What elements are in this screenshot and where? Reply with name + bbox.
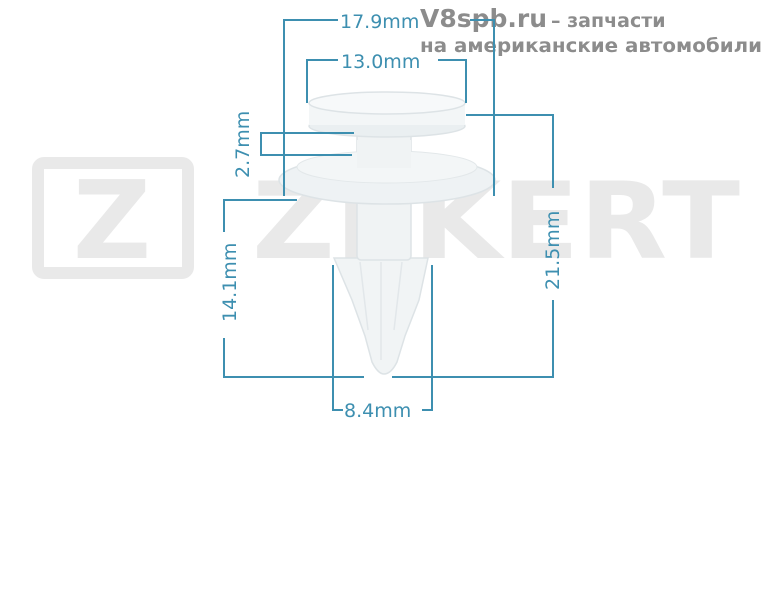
- watermark-site: V8spb.ru: [420, 4, 547, 33]
- dimension-shank-length: 14.1mm: [219, 199, 364, 378]
- push-clip-part: [278, 91, 496, 375]
- dimension-total-length: 21.5mm: [392, 114, 564, 378]
- dim-label-head-span: 17.9mm: [340, 11, 419, 33]
- dim-label-head-diameter: 13.0mm: [341, 51, 420, 73]
- watermark-tagline: – запчасти: [551, 10, 666, 32]
- brand-logo-letter: Z: [73, 159, 151, 284]
- clip-shank-ribs: [359, 261, 403, 360]
- brand-logo: Z: [32, 157, 194, 284]
- clip-neck-upper: [357, 140, 411, 168]
- clip-head-top: [308, 91, 466, 115]
- dim-label-shank-width: 8.4mm: [344, 400, 411, 422]
- dimension-head-span: 17.9mm: [283, 11, 495, 196]
- dimension-head-diameter: 13.0mm: [306, 51, 467, 103]
- dim-label-shank-length: 14.1mm: [219, 243, 241, 322]
- dimension-shank-width: 8.4mm: [332, 265, 433, 422]
- dim-label-head-thickness: 2.7mm: [232, 111, 254, 178]
- dimension-head-thickness: 2.7mm: [232, 111, 354, 178]
- dim-label-total-length: 21.5mm: [542, 211, 564, 290]
- watermark-tagline-2: на американские автомобили: [420, 35, 762, 57]
